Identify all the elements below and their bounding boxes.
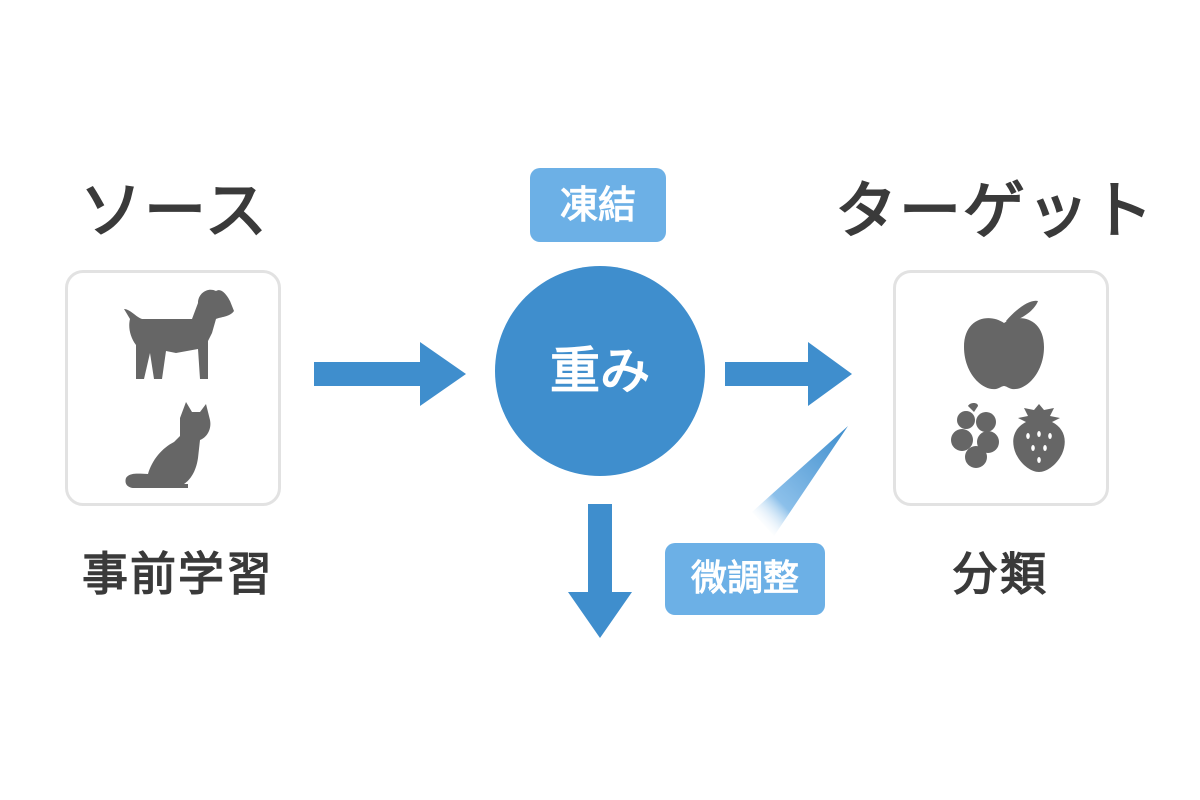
cat-icon [125,402,211,488]
weights-node: 重み [495,266,705,476]
target-title: ターゲット [835,174,1156,247]
down-arrow [568,504,632,638]
berries-icon [951,403,999,468]
target-caption: 分類 [952,547,1048,601]
strawberry-icon [1013,404,1065,472]
source-caption: 事前学習 [82,547,274,601]
source-to-weights-arrow [314,342,466,406]
weights-to-target-arrow [725,342,852,406]
apple-icon [964,300,1044,390]
freeze-tag: 凍結 [530,168,666,242]
source-title: ソース [80,174,269,247]
finetune-beam [752,426,848,536]
dog-icon [124,289,234,379]
finetune-tag: 微調整 [665,543,825,615]
target-card [893,270,1109,506]
